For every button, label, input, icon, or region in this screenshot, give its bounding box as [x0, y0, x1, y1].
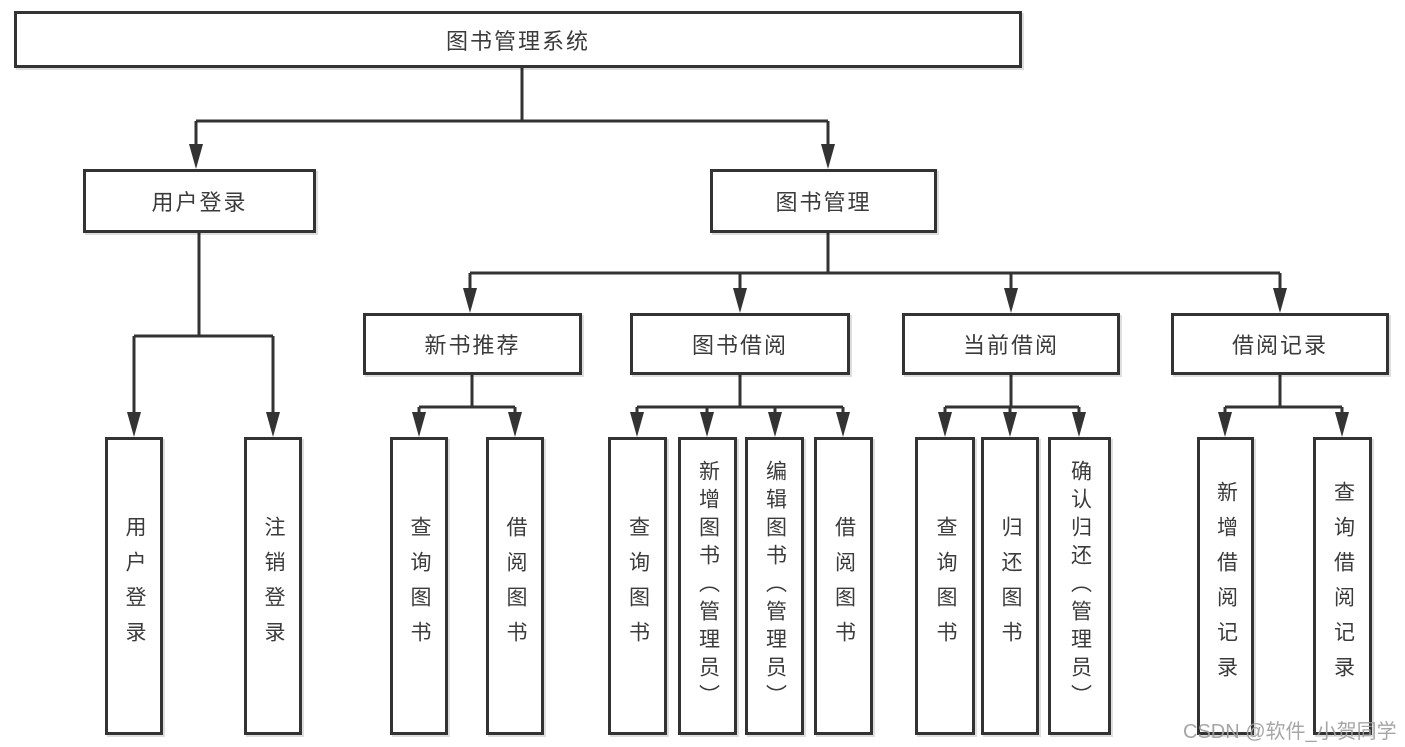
leaf-record-query-record: 查询借阅记录	[1313, 437, 1372, 735]
leaf-current-return-book: 归还图书	[981, 437, 1039, 735]
node-book-borrow: 图书借阅	[630, 313, 850, 375]
leaf-logout-login: 注销登录	[244, 437, 302, 735]
connector-bookborrow-to-leaves	[635, 375, 845, 414]
leaf-current-confirm-return-admin: 确认归还（管理员）	[1048, 437, 1111, 735]
leaf-borrow-borrow-book: 借阅图书	[814, 437, 873, 735]
arrowheads	[127, 144, 1349, 437]
leaf-newbook-borrow-book: 借阅图书	[486, 437, 544, 735]
connector-root-to-level2	[194, 68, 830, 146]
node-user-login: 用户登录	[83, 169, 316, 233]
csdn-watermark: CSDN @软件_小贺同学	[1183, 721, 1397, 743]
node-current-borrow: 当前借阅	[902, 313, 1120, 375]
leaf-current-query-book: 查询图书	[915, 437, 975, 735]
leaf-borrow-add-book-admin: 新增图书（管理员）	[678, 437, 737, 735]
leaf-newbook-query-book: 查询图书	[390, 437, 448, 735]
leaf-borrow-query-book: 查询图书	[608, 437, 667, 735]
connector-bookmgmt-to-level3	[468, 233, 1282, 290]
leaf-record-add-record: 新增借阅记录	[1197, 437, 1254, 735]
leaf-borrow-edit-book-admin: 编辑图书（管理员）	[745, 437, 804, 735]
connector-newbook-to-leaves	[417, 375, 517, 414]
node-root: 图书管理系统	[14, 11, 1022, 68]
leaf-user-login: 用户登录	[105, 437, 163, 735]
node-borrow-record: 借阅记录	[1171, 313, 1389, 375]
node-book-management: 图书管理	[710, 169, 937, 233]
node-new-book-recommend: 新书推荐	[363, 313, 582, 375]
connector-userlogin-to-leaves	[132, 233, 275, 414]
connector-currentborrow-to-leaves	[943, 375, 1081, 414]
connector-borrowrecord-to-leaves	[1223, 375, 1344, 414]
